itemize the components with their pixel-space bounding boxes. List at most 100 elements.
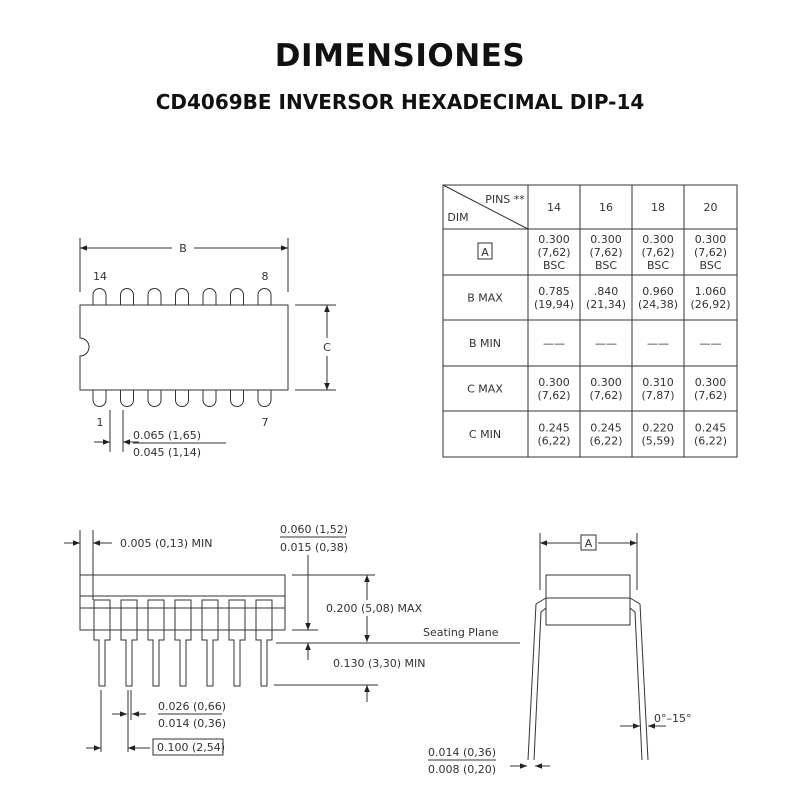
top-pin: [120, 288, 134, 305]
table-cell: 0.310: [642, 376, 674, 389]
shoulder-max: 0.060 (1,52): [280, 523, 348, 536]
pin-1-label: 1: [97, 416, 104, 429]
bottom-pin: [120, 390, 134, 407]
table-cell: 0.300: [590, 376, 622, 389]
bottom-pin: [257, 390, 272, 407]
pin-width-min: 0.045 (1,14): [133, 446, 201, 459]
table-cell: ——: [595, 337, 617, 350]
bottom-pin: [230, 390, 244, 407]
chip-body: [79, 304, 289, 391]
table-row-label: C MIN: [469, 428, 501, 441]
pin-8-label: 8: [262, 270, 269, 283]
top-pin: [257, 288, 272, 305]
table-cell: (7,62): [589, 389, 622, 402]
seating-plane-label: Seating Plane: [423, 626, 499, 639]
table-cell: (7,62): [537, 246, 570, 259]
dim-a-label: A: [585, 537, 593, 550]
top-view: B 14 8 1 7 C 0.065 (1,65) 0.045 (1,14): [79, 238, 336, 459]
table-cell: (6,22): [589, 435, 622, 448]
table-column-header: 20: [704, 201, 718, 214]
table-cell: (21,34): [586, 298, 626, 311]
table-cell: .840: [594, 285, 619, 298]
top-pin: [202, 288, 217, 305]
table-row-label: B MIN: [469, 337, 501, 350]
page-title: DIMENSIONES: [274, 38, 526, 74]
table-cell: 0.785: [538, 285, 570, 298]
table-cell: 0.300: [538, 233, 570, 246]
lead-thickness-min: 0.008 (0,20): [428, 763, 496, 776]
bottom-pin: [202, 390, 217, 407]
table-column-header: 14: [547, 201, 561, 214]
top-pin: [175, 288, 189, 305]
table-cell: 0.300: [642, 233, 674, 246]
top-pin: [230, 288, 244, 305]
side-pin: [228, 599, 246, 687]
table-cell: BSC: [543, 259, 565, 272]
top-pin: [147, 288, 162, 305]
dim-c-label: C: [323, 341, 331, 354]
end-view: A 0°–15° 0.014 (0,36) 0.008 (0,20): [428, 533, 692, 776]
side-pin: [255, 599, 273, 687]
side-body: [79, 574, 286, 631]
table-cell: 0.300: [590, 233, 622, 246]
top-pin: [92, 288, 107, 305]
bottom-pin: [175, 390, 189, 407]
pin-7-label: 7: [262, 416, 269, 429]
dim-b-label: B: [179, 242, 187, 255]
height-max: 0.200 (5,08) MAX: [326, 602, 423, 615]
page-subtitle: CD4069BE INVERSOR HEXADECIMAL DIP-14: [155, 90, 645, 114]
table-row-label: C MAX: [467, 383, 503, 396]
lead-length-min: 0.130 (3,30) MIN: [333, 657, 426, 670]
pin-width-max: 0.065 (1,65): [133, 429, 201, 442]
table-cell: (7,62): [589, 246, 622, 259]
table-cell: (24,38): [638, 298, 678, 311]
side-pin: [147, 599, 165, 687]
table-cell: (7,87): [641, 389, 674, 402]
side-pin: [120, 599, 138, 687]
shoulder-min: 0.015 (0,38): [280, 541, 348, 554]
table-cell: BSC: [647, 259, 669, 272]
table-cell: (5,59): [641, 435, 674, 448]
table-column-header: 16: [599, 201, 613, 214]
lead-width-min: 0.014 (0,36): [158, 717, 226, 730]
table-cell: (26,92): [690, 298, 730, 311]
table-cell: (7,62): [694, 246, 727, 259]
pin-14-label: 14: [93, 270, 107, 283]
table-cell: 0.220: [642, 422, 674, 435]
table-cell: ——: [700, 337, 722, 350]
table-cell: 0.245: [538, 422, 570, 435]
table-cell: 0.245: [695, 422, 727, 435]
table-row-label: B MAX: [467, 292, 503, 305]
lead-thickness-max: 0.014 (0,36): [428, 746, 496, 759]
side-pin: [93, 599, 111, 687]
lead-width-max: 0.026 (0,66): [158, 700, 226, 713]
table-cell: 0.960: [642, 285, 674, 298]
table-header-pins: PINS **: [485, 193, 525, 206]
side-pin: [174, 599, 192, 687]
table-cell: 0.300: [695, 233, 727, 246]
table-cell: (7,62): [694, 389, 727, 402]
table-cell: 0.300: [695, 376, 727, 389]
table-cell: 0.245: [590, 422, 622, 435]
angle-label: 0°–15°: [654, 712, 692, 725]
table-cell: (19,94): [534, 298, 574, 311]
bottom-pin: [147, 390, 162, 407]
table-cell: 0.300: [538, 376, 570, 389]
table-cell: (7,62): [641, 246, 674, 259]
table-cell: 1.060: [695, 285, 727, 298]
pitch-label: 0.100 (2,54): [157, 741, 225, 754]
table-cell: BSC: [699, 259, 721, 272]
table-cell: ——: [647, 337, 669, 350]
offset-min: 0.005 (0,13) MIN: [120, 537, 213, 550]
table-header-dim: DIM: [447, 211, 468, 224]
table-cell: (6,22): [694, 435, 727, 448]
table-column-header: 18: [651, 201, 665, 214]
table-cell: (6,22): [537, 435, 570, 448]
table-cell: (7,62): [537, 389, 570, 402]
bottom-pin: [92, 390, 107, 407]
side-pin: [201, 599, 219, 687]
table-cell: ——: [543, 337, 565, 350]
table-row-label: A: [481, 246, 489, 259]
